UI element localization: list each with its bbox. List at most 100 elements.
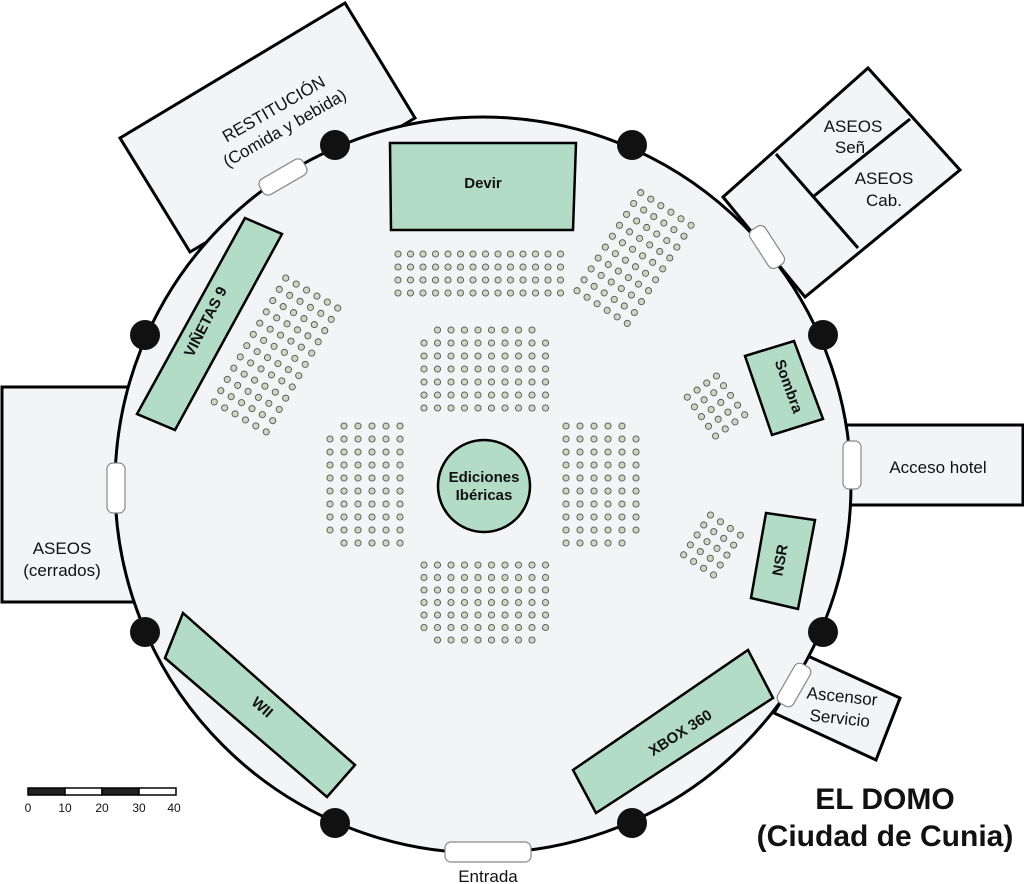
seat bbox=[306, 303, 314, 311]
seat bbox=[528, 365, 536, 373]
aseos-cerrados-label-line1: ASEOS bbox=[33, 539, 92, 558]
seat bbox=[590, 435, 598, 443]
seat bbox=[501, 391, 509, 399]
seat bbox=[618, 422, 626, 430]
seat bbox=[604, 435, 612, 443]
seat bbox=[433, 339, 442, 347]
seat bbox=[615, 221, 624, 229]
seat bbox=[644, 287, 653, 295]
seat bbox=[562, 539, 570, 547]
seat bbox=[406, 276, 415, 284]
seat bbox=[447, 611, 455, 619]
seat bbox=[256, 319, 264, 327]
seat bbox=[394, 250, 402, 258]
seat bbox=[514, 326, 523, 334]
seat bbox=[447, 391, 455, 399]
seat bbox=[382, 513, 390, 521]
pillar bbox=[617, 808, 647, 838]
seat bbox=[519, 263, 527, 271]
seat bbox=[243, 342, 251, 350]
seat bbox=[630, 199, 638, 208]
stand-devir[interactable] bbox=[388, 141, 578, 232]
stand-nsr[interactable] bbox=[749, 511, 817, 611]
seat bbox=[487, 378, 496, 386]
seat bbox=[431, 276, 440, 284]
seat bbox=[562, 422, 570, 430]
seat bbox=[420, 339, 428, 347]
seat bbox=[419, 276, 427, 284]
seat bbox=[618, 474, 626, 482]
seat bbox=[634, 280, 643, 288]
seat bbox=[514, 598, 523, 607]
seat bbox=[238, 399, 246, 407]
seat bbox=[460, 561, 469, 569]
seat bbox=[501, 636, 509, 644]
stand-ediciones-label-line1: Ediciones bbox=[449, 469, 520, 486]
seat bbox=[406, 289, 415, 297]
seat bbox=[460, 586, 469, 594]
seat bbox=[611, 250, 619, 258]
seat bbox=[541, 404, 550, 412]
seat bbox=[630, 308, 638, 317]
seat bbox=[297, 343, 305, 351]
seat bbox=[368, 474, 376, 482]
seat bbox=[623, 319, 631, 327]
aseos-cab-label-line2: Cab. bbox=[866, 191, 902, 210]
seat bbox=[310, 321, 318, 329]
seat bbox=[308, 349, 316, 357]
seat bbox=[646, 241, 654, 249]
seat bbox=[709, 571, 718, 579]
stand-sombra[interactable] bbox=[743, 339, 825, 437]
seat bbox=[262, 428, 270, 436]
seat bbox=[618, 239, 626, 247]
seat bbox=[607, 278, 615, 286]
seat bbox=[420, 623, 428, 632]
seat bbox=[247, 359, 255, 367]
pillar bbox=[130, 617, 160, 647]
seat bbox=[501, 326, 509, 334]
scale-label-10: 10 bbox=[58, 801, 72, 815]
seat bbox=[230, 364, 238, 372]
aseos-cerrados-label-line2: (cerrados) bbox=[23, 561, 100, 580]
seat bbox=[690, 403, 698, 411]
seat bbox=[317, 309, 325, 317]
seat bbox=[501, 573, 509, 582]
seat bbox=[700, 564, 708, 572]
seat bbox=[460, 391, 469, 399]
seat bbox=[456, 250, 465, 258]
seat bbox=[447, 636, 455, 644]
stand-xbox[interactable] bbox=[571, 648, 775, 815]
stand-devir-label: Devir bbox=[464, 175, 502, 192]
seat bbox=[506, 276, 515, 284]
seat bbox=[431, 289, 440, 297]
stand-vinetas[interactable] bbox=[135, 216, 284, 432]
seat bbox=[528, 623, 536, 632]
seat bbox=[603, 306, 611, 314]
seat bbox=[354, 435, 362, 443]
seat bbox=[487, 636, 496, 644]
seat bbox=[460, 623, 469, 632]
seat bbox=[494, 263, 502, 271]
seat bbox=[514, 404, 523, 412]
seat bbox=[433, 598, 442, 607]
seat bbox=[420, 352, 428, 360]
seat bbox=[721, 425, 729, 433]
seat bbox=[487, 352, 496, 360]
seat bbox=[501, 339, 509, 347]
seat bbox=[275, 285, 283, 293]
seat bbox=[396, 461, 404, 469]
seat bbox=[340, 513, 348, 521]
seat bbox=[639, 252, 647, 260]
seat bbox=[396, 435, 404, 443]
room-divider bbox=[774, 153, 860, 249]
seat bbox=[326, 435, 334, 443]
seat bbox=[604, 513, 612, 521]
seat bbox=[632, 435, 640, 443]
seat bbox=[456, 289, 465, 297]
seat bbox=[460, 378, 469, 386]
doorway bbox=[444, 841, 532, 863]
seat bbox=[382, 500, 390, 508]
stand-wii[interactable] bbox=[163, 610, 357, 799]
stand-ediciones[interactable] bbox=[436, 438, 532, 534]
seat bbox=[253, 348, 261, 356]
